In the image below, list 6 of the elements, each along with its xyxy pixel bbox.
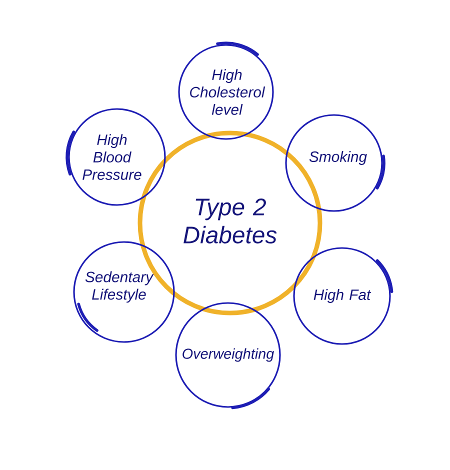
circle-node: Smoking: [285, 114, 386, 212]
circle-node: High Blood Pressure: [66, 108, 166, 206]
circle-node: High Fat: [293, 247, 394, 345]
circle-node: High Cholesterol level: [178, 42, 274, 140]
circle-node: Sedentary Lifestyle: [73, 241, 175, 343]
circle-node: Overweighting: [175, 302, 281, 410]
